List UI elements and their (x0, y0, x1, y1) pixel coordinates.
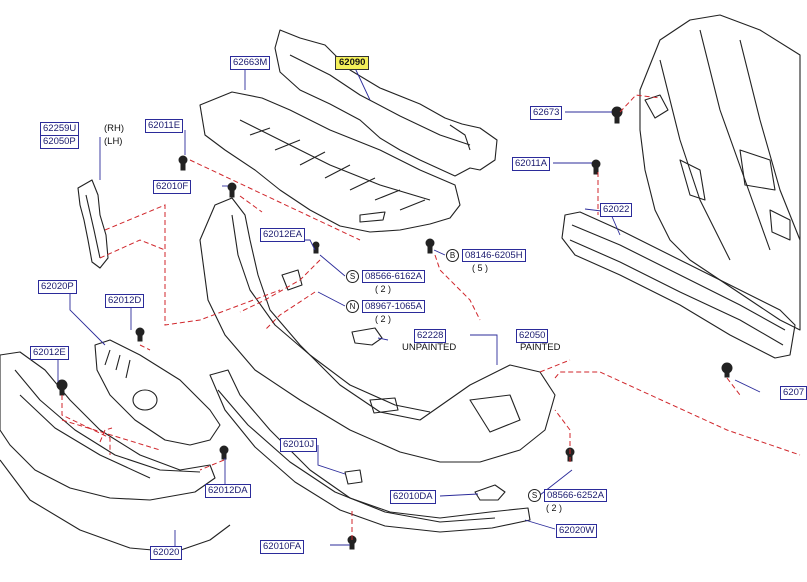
part-label-62010da[interactable]: 62010DA (390, 490, 436, 504)
lower-cap-part (474, 484, 506, 501)
part-label-62011e[interactable]: 62011E (145, 119, 184, 133)
part-label-62228[interactable]: 62228 (414, 329, 447, 343)
screw-code: 08566-6162A (362, 270, 426, 283)
nut-quantity: ( 2 ) (375, 314, 392, 324)
part-label-62012e[interactable]: 62012E (30, 346, 69, 360)
screw2-letter-badge: S (528, 489, 541, 502)
side-lh-text: (LH) (104, 136, 123, 147)
part-label-62012d[interactable]: 62012D (105, 294, 145, 308)
bolt-letter-badge: B (446, 249, 459, 262)
nut-letter-badge: N (346, 300, 359, 313)
upper-deflector-part (199, 91, 461, 233)
part-label-62010fa[interactable]: 62010FA (260, 540, 305, 554)
lower-grille-part (0, 351, 216, 501)
tow-hook-cap-part (351, 327, 383, 346)
nut-code: 08967-1065A (362, 300, 426, 313)
part-label-62020[interactable]: 62020 (150, 546, 183, 560)
part-label-62010f[interactable]: 62010F (153, 180, 192, 194)
side-rh-text: (RH) (104, 123, 125, 134)
unpainted-text: UNPAINTED (402, 342, 457, 353)
part-label-62022[interactable]: 62022 (600, 203, 633, 217)
part-label-62011a[interactable]: 62011A (512, 157, 551, 171)
screw-letter-badge: S (346, 270, 359, 283)
front-grille-part (94, 339, 221, 446)
part-label-62010j[interactable]: 62010J (280, 438, 318, 452)
bumper-fascia-part (199, 197, 556, 463)
part-label-62090[interactable]: 62090 (335, 56, 370, 70)
painted-text: PAINTED (520, 342, 561, 353)
screw-quantity: ( 2 ) (375, 284, 392, 294)
screw2-quantity: ( 2 ) (546, 503, 563, 513)
part-label-62663m[interactable]: 62663M (230, 56, 271, 70)
part-label-62020p[interactable]: 62020P (38, 280, 77, 294)
part-label-62012da[interactable]: 62012DA (205, 484, 251, 498)
screw2-code: 08566-6252A (544, 489, 608, 502)
part-label-62050p[interactable]: 62050P (40, 135, 79, 149)
lower-spoiler-part (209, 369, 531, 533)
bolt-code: 08146-6205H (462, 249, 526, 262)
bumper-reinforcement-part (561, 211, 796, 359)
bolt-quantity: ( 5 ) (472, 263, 489, 273)
part-label-62259u[interactable]: 62259U (40, 122, 80, 136)
part-label-62012ea[interactable]: 62012EA (260, 228, 306, 242)
side-bracket-part (77, 179, 109, 269)
part-label-62673[interactable]: 62673 (530, 106, 563, 120)
body-frame-part (639, 14, 801, 331)
part-label-62020w[interactable]: 62020W (556, 524, 598, 538)
part-label-62050[interactable]: 62050 (516, 329, 549, 343)
part-label-6207-cut[interactable]: 6207 (780, 386, 807, 400)
